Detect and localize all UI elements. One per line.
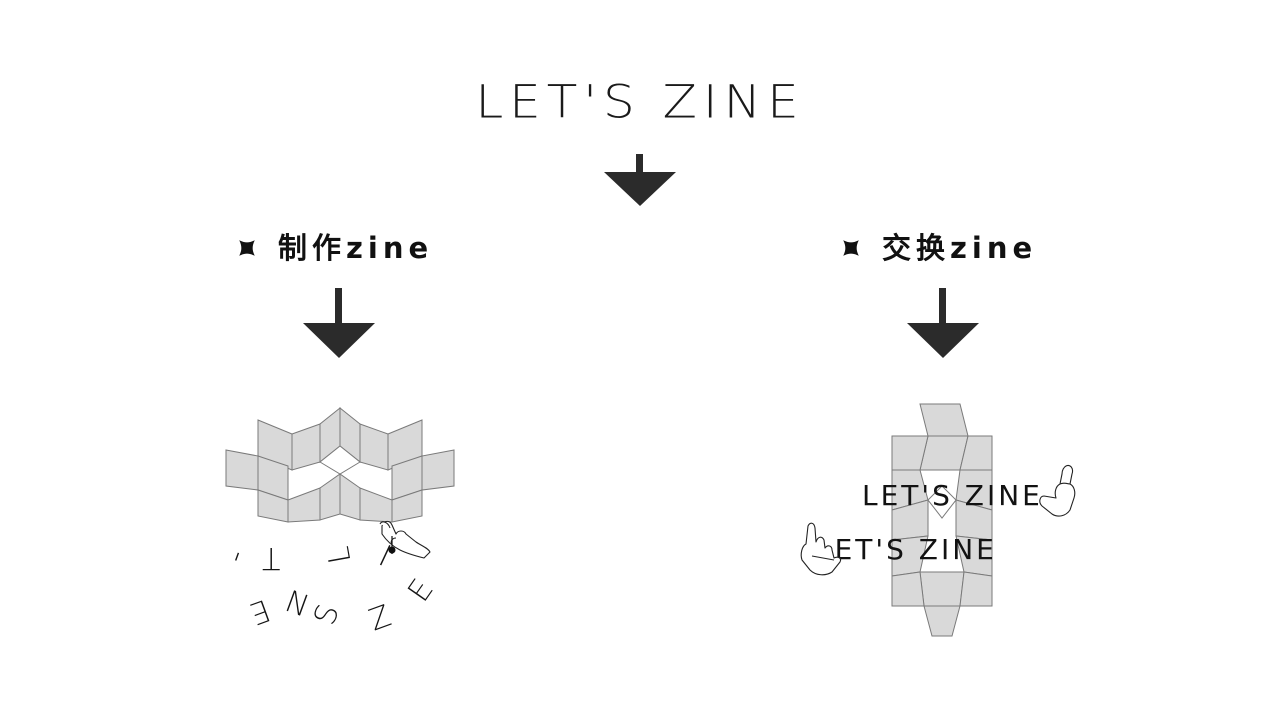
main-title: LET'S ZINE <box>475 75 805 129</box>
scatter-letter: L <box>321 543 359 567</box>
scatter-letter: E <box>244 591 275 632</box>
scatter-letter: Z <box>364 598 396 639</box>
four-point-star-icon <box>843 240 859 256</box>
hand-icon <box>798 520 846 582</box>
scatter-letter: S <box>307 599 347 630</box>
branch-exchange-zine: 交换zine <box>838 226 1037 270</box>
scatter-letter: ' <box>224 546 245 583</box>
branch-label-make: 制作zine <box>278 231 434 265</box>
hand-icon <box>1036 462 1080 526</box>
vertical-folded-zine-illustration <box>888 400 996 640</box>
folded-star-zine-illustration <box>222 404 458 534</box>
scatter-letter: T <box>262 540 281 575</box>
top-arrow-icon <box>604 154 676 208</box>
left-arrow-icon <box>303 288 375 358</box>
zine-text-line-2: LET'S ZINE <box>816 533 997 566</box>
zine-text-line-1: LET'S ZINE <box>862 479 1043 512</box>
scatter-letter: E <box>401 572 441 609</box>
right-arrow-icon <box>907 288 979 358</box>
four-point-star-icon <box>239 240 255 256</box>
hand-icon <box>376 516 432 566</box>
branch-make-zine: 制作zine <box>234 226 433 270</box>
branch-label-exchange: 交换zine <box>882 231 1038 265</box>
